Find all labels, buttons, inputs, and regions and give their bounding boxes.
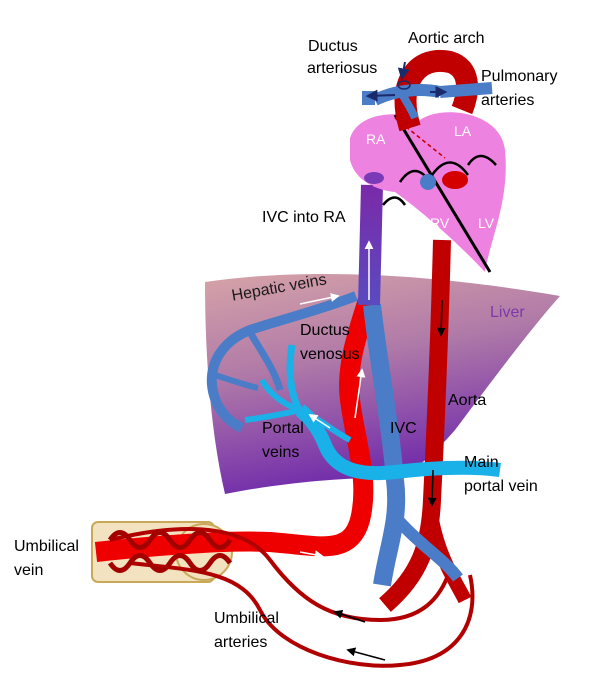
coronary-blue bbox=[420, 174, 436, 190]
label-ductus-arteriosus-2: arteriosus bbox=[307, 60, 378, 77]
label-umbilical-vein-2: vein bbox=[14, 562, 44, 579]
arrow-aorta-2 bbox=[427, 469, 437, 507]
label-liver: Liver bbox=[490, 304, 525, 321]
label-main-portal-1: Main bbox=[464, 454, 499, 471]
label-portal-1: Portal bbox=[262, 420, 304, 437]
hepatic-vein-2 bbox=[246, 330, 284, 391]
heart-septum bbox=[393, 114, 492, 273]
label-portal-2: veins bbox=[262, 444, 300, 461]
label-ductus-venosus-2: venosus bbox=[300, 346, 360, 363]
arrow-uv-1 bbox=[299, 550, 324, 560]
label-ductus-arteriosus-1: Ductus bbox=[308, 38, 358, 55]
hepatic-vein-3 bbox=[214, 372, 259, 391]
arrow-hepatic bbox=[299, 293, 340, 305]
ductus-arteriosus-vessel bbox=[396, 88, 419, 120]
label-ivc: IVC bbox=[390, 420, 417, 437]
label-lv: LV bbox=[478, 215, 495, 231]
arrow-aorta-1 bbox=[436, 299, 446, 337]
foramen-ovale bbox=[442, 171, 468, 189]
hepatic-vein-1 bbox=[206, 291, 358, 433]
umbilical-artery-2 bbox=[129, 561, 475, 668]
arrow-ua-1 bbox=[333, 610, 366, 623]
arrow-da bbox=[365, 89, 396, 102]
ivc-branch bbox=[393, 515, 463, 582]
ivc-opening bbox=[364, 172, 384, 184]
arrow-ua-2 bbox=[346, 647, 386, 661]
label-ra: RA bbox=[366, 131, 386, 147]
cord-coil bbox=[107, 530, 233, 550]
label-la: LA bbox=[454, 123, 472, 139]
label-aortic-arch: Aortic arch bbox=[408, 30, 485, 47]
label-pulmonary-1: Pulmonary bbox=[481, 68, 558, 85]
label-main-portal-2: portal vein bbox=[464, 478, 538, 495]
pulmonary-artery-right bbox=[439, 82, 493, 98]
label-umbilical-vein-1: Umbilical bbox=[14, 538, 79, 555]
arrow-arch bbox=[397, 61, 410, 81]
arch-dashed bbox=[394, 117, 446, 159]
label-aorta: Aorta bbox=[448, 392, 487, 409]
arrow-dv bbox=[354, 368, 366, 419]
ductus-ellipse bbox=[397, 80, 411, 90]
label-ivc-into-ra: IVC into RA bbox=[262, 209, 346, 226]
umbilical-artery-1 bbox=[109, 526, 452, 623]
label-ductus-venosus-1: Ductus bbox=[300, 322, 350, 339]
label-pulmonary-2: arteries bbox=[481, 92, 535, 109]
heart-lower-valve bbox=[382, 196, 407, 206]
cord-coil-2 bbox=[107, 553, 233, 573]
arrow-portal bbox=[308, 414, 331, 429]
label-umbilical-arteries-1: Umbilical bbox=[214, 610, 279, 627]
label-rv: RV bbox=[430, 215, 450, 231]
label-umbilical-arteries-2: arteries bbox=[214, 634, 268, 651]
portal-branch-3 bbox=[244, 407, 301, 423]
portal-branch-1 bbox=[286, 344, 304, 412]
portal-vein-main bbox=[295, 404, 501, 481]
